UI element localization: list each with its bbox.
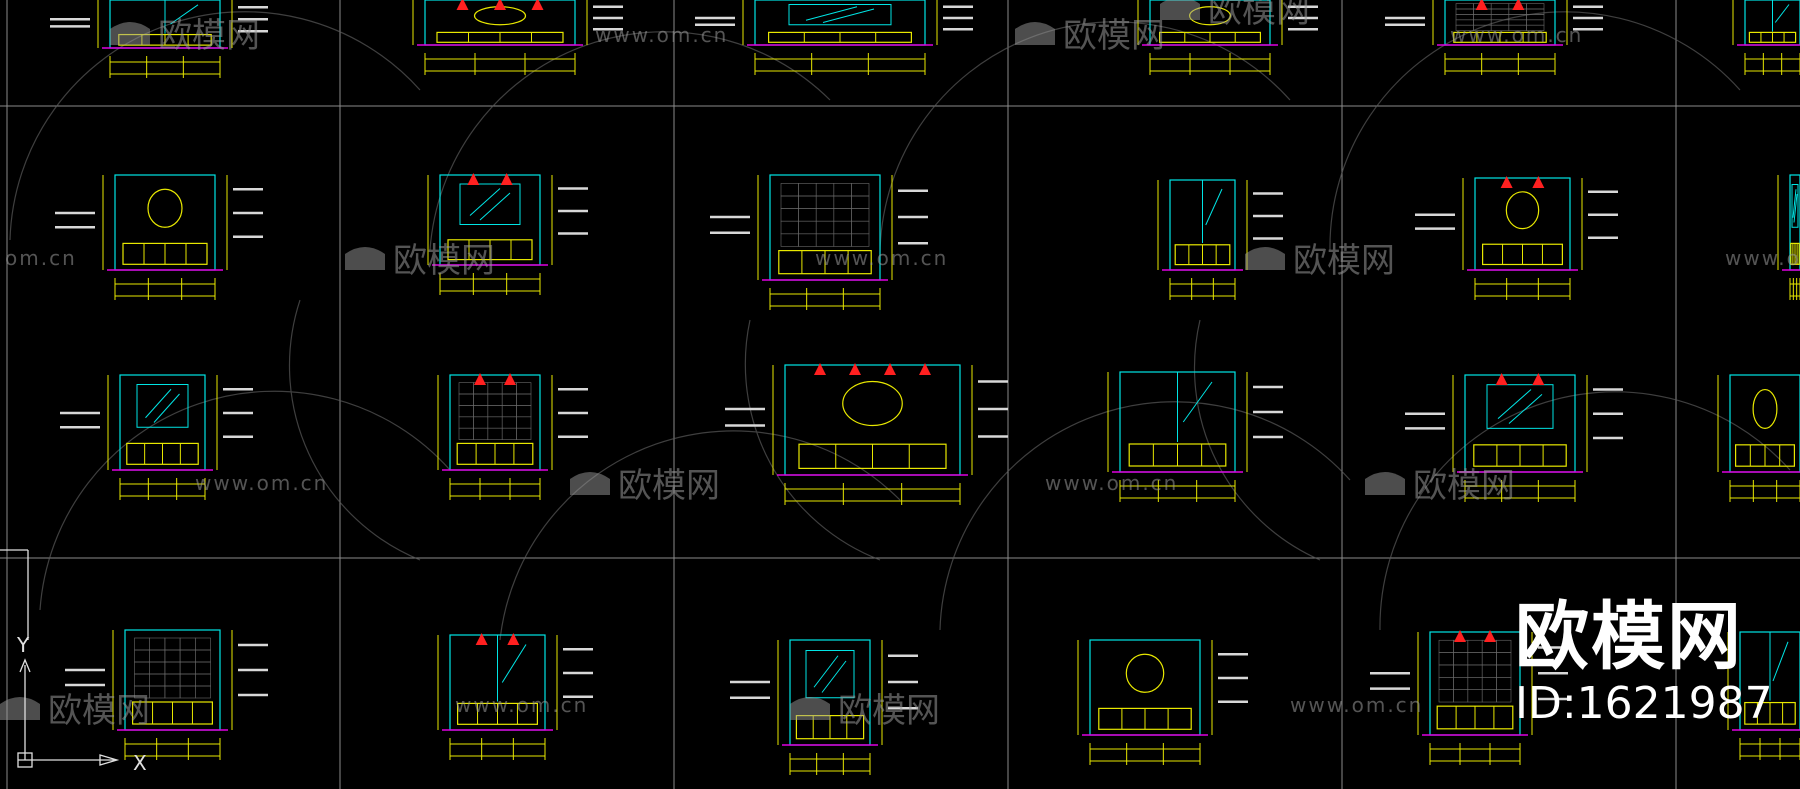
elevation-drawing [437, 373, 588, 500]
watermark-logo: 欧模网 [790, 691, 940, 731]
watermark-brand-text: 欧模网 [1413, 466, 1515, 506]
watermark-url-text: www.om.cn [815, 246, 948, 270]
elevation-drawing [1405, 373, 1623, 502]
ucs-x-label: X [133, 751, 147, 775]
brand-badge: 欧模网 ID:1621987 [1515, 600, 1773, 726]
ucs-y-label: Y [16, 633, 30, 657]
watermark-logo: 欧模网 [570, 466, 720, 506]
watermark-brand-text: 欧模网 [1063, 16, 1165, 56]
watermark-logo: 欧模网 [1245, 241, 1395, 281]
watermark-url-text: om.cn [5, 246, 77, 270]
watermark-brand-text: 欧模网 [1208, 0, 1310, 31]
elevation-drawing [725, 363, 1008, 505]
elevation-drawing [1077, 639, 1248, 765]
watermark-brand-text: 欧模网 [393, 241, 495, 281]
elevation-drawing [65, 629, 268, 760]
watermark-brand-text: 欧模网 [48, 691, 150, 731]
elevation-drawing [412, 0, 623, 75]
ucs-icon [0, 549, 120, 768]
elevation-drawing [437, 633, 593, 760]
watermark-url-text: www.om.cn [1045, 471, 1178, 495]
elevation-drawing [1137, 0, 1318, 75]
elevation-drawing [1732, 0, 1800, 75]
watermark-logo: 欧模网 [0, 691, 150, 731]
model-id: ID:1621987 [1515, 678, 1773, 729]
watermark-brand-text: 欧模网 [1293, 241, 1395, 281]
watermark-brand-text: 欧模网 [838, 691, 940, 731]
elevation-drawing [1717, 374, 1800, 502]
watermark-brand-text: 欧模网 [618, 466, 720, 506]
elevation-drawing [60, 374, 253, 500]
elevation-drawing [427, 173, 588, 295]
watermark-url-text: www.om.cn [1450, 23, 1583, 47]
watermark-brand-text: 欧模网 [158, 16, 260, 56]
watermark-logo: 欧模网 [1365, 466, 1515, 506]
elevation-drawing [1415, 176, 1618, 300]
watermark-logo: 欧模网 [110, 16, 260, 56]
watermark-logo: 欧模网 [1015, 16, 1165, 56]
elevation-drawing [55, 174, 263, 300]
elevation-drawings [50, 0, 1800, 775]
watermark-url-text: www.om.cn [595, 23, 728, 47]
watermark-url-text: www.om.cn [195, 471, 328, 495]
watermark-url-text: www.om.cn [1290, 693, 1423, 717]
watermark-logo: 欧模网 [1160, 0, 1310, 31]
brand-logo-text: 欧模网 [1515, 594, 1743, 680]
elevation-drawing [1107, 371, 1283, 502]
elevation-drawing [1777, 174, 1800, 300]
elevation-drawing [710, 174, 928, 310]
watermark-url-text: www.om.cn [455, 693, 588, 717]
watermark-logo: 欧模网 [345, 241, 495, 281]
elevation-drawing [695, 0, 973, 75]
watermark-url-text: www.om.cn [1725, 246, 1800, 270]
elevation-drawing [1727, 631, 1800, 760]
elevation-drawing [1370, 630, 1568, 765]
elevation-drawing [1157, 179, 1283, 300]
elevation-drawing [1385, 0, 1603, 75]
